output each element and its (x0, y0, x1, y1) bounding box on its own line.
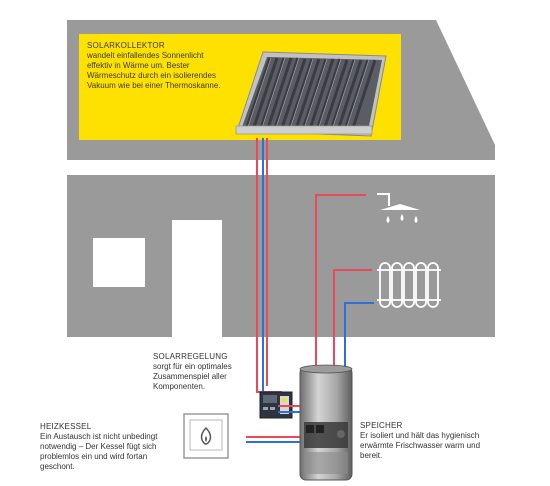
solar-collector-text-line: Wärmeschutz durch ein isolierendes (87, 71, 216, 80)
solar-controller-title: SOLARREGELUNG (153, 352, 228, 361)
solar-collector-text-line: wandelt einfallendes Sonnenlicht (87, 51, 204, 60)
boiler-title: HEIZKESSEL (40, 422, 92, 431)
solar-controller-text-line: Komponenten. (153, 382, 206, 391)
consumer-pipes (315, 194, 374, 367)
solar-collector-text-line: effektiv in Wärme um. Bester (87, 61, 190, 70)
solar-controller-text-line: Zusammenspiel aller (153, 372, 227, 381)
shower-head-icon (377, 193, 420, 223)
storage-tank-label: SPEICHER Er isoliert und hält das hygien… (360, 421, 480, 461)
house-door (172, 220, 222, 337)
solar-collector-label: SOLARKOLLEKTOR wandelt einfallendes Sonn… (87, 41, 221, 91)
boiler-label: HEIZKESSEL Ein Austausch ist nicht unbed… (40, 422, 157, 472)
storage-tank-icon (299, 364, 353, 481)
solar-collector-title: SOLARKOLLEKTOR (87, 41, 165, 50)
boiler-text-line: geschont. (40, 462, 75, 471)
storage-tank-text-line: erwärmte Frischwasser warm und (360, 441, 481, 450)
solar-collector-icon (235, 51, 387, 137)
radiator-icon (377, 262, 441, 308)
boiler-flame-icon (183, 413, 229, 459)
boiler-text-line: Ein Austausch ist nicht unbedingt (40, 432, 158, 441)
boiler-text-line: problemlos ein und wird fortan (40, 452, 148, 461)
solar-collector-text-line: Vakuum wie bei einer Thermoskanne. (87, 81, 221, 90)
storage-tank-title: SPEICHER (360, 421, 403, 430)
boiler-text-line: notwendig – Der Kessel fügt sich (40, 442, 157, 451)
storage-tank-text-line: bereit. (360, 451, 383, 460)
solar-controller-text-line: sorgt für ein optimales (153, 362, 232, 371)
house-window (93, 238, 145, 287)
storage-tank-text-line: Er isoliert und hält das hygienisch (360, 431, 480, 440)
solar-controller-label: SOLARREGELUNG sorgt für ein optimales Zu… (153, 352, 232, 392)
